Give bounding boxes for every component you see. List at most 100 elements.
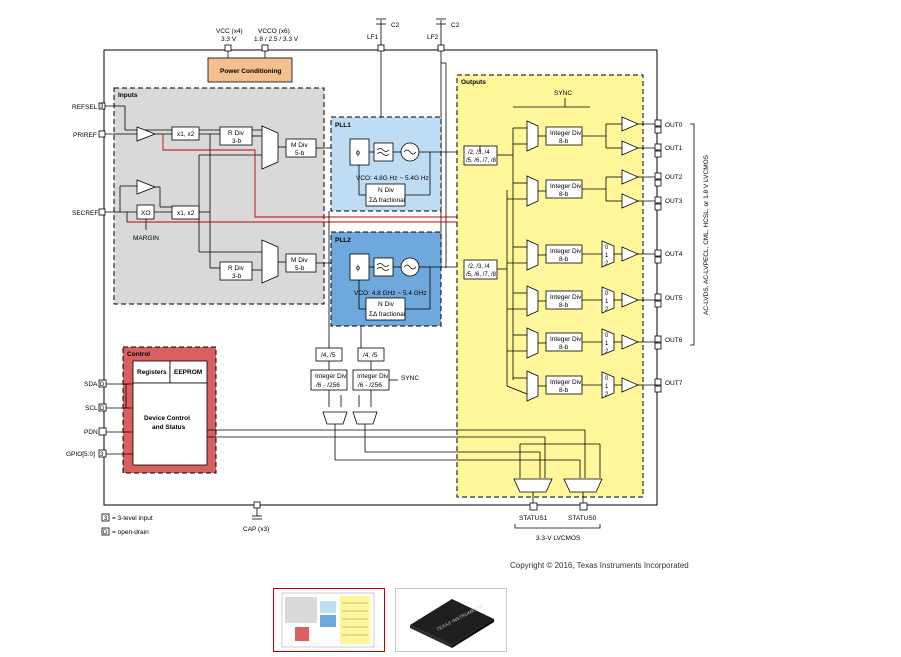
priref-doubler [171, 126, 200, 141]
svg-text:PLL1: PLL1 [335, 122, 351, 129]
priref-pin: PRIREF [73, 130, 137, 139]
svg-text:OUT7: OUT7 [665, 380, 683, 387]
svg-text:3-b: 3-b [232, 273, 242, 280]
pdn-pin: PDN [84, 427, 133, 436]
svg-text:/4, /5: /4, /5 [363, 352, 378, 359]
lvcmos-label: 3.3-V LVCMOS [536, 535, 581, 542]
svg-text:2: 2 [605, 307, 609, 313]
svg-text:ϕ: ϕ [356, 265, 360, 272]
svg-text:Registers: Registers [137, 369, 167, 376]
svg-text:PRIREF: PRIREF [73, 132, 97, 139]
svg-text:2: 2 [605, 392, 609, 398]
svg-text:REFSEL: REFSEL [72, 104, 98, 111]
status-mux-2 [352, 411, 378, 425]
svg-text:3: 3 [100, 104, 104, 110]
svg-text:R Div: R Div [228, 130, 245, 137]
output-channel-5: Integer Div 8-b 0 1 2 [507, 285, 639, 317]
svg-text:CAP (x3): CAP (x3) [243, 526, 269, 533]
chip-package-image [410, 599, 494, 648]
output-channel-2-3: Integer Div 8-b [507, 169, 639, 209]
secref-buffer [136, 179, 157, 195]
svg-text:8-b: 8-b [559, 344, 569, 351]
status1-mux [513, 478, 553, 493]
diagram-thumbnail[interactable] [273, 588, 385, 652]
svg-text:0: 0 [605, 333, 609, 339]
priref-buffer [136, 126, 157, 142]
output-channel-0-1: Integer Div 8-b [513, 116, 639, 156]
svg-text:5-b: 5-b [295, 265, 305, 272]
svg-text:ΣΔ fractional: ΣΔ fractional [369, 311, 406, 318]
device-control-block [132, 382, 208, 466]
svg-text:Integer Div: Integer Div [550, 248, 582, 255]
sync-label: SYNC [554, 90, 572, 97]
power-conditioning-label: Power Conditioning [220, 68, 281, 75]
scl-pin: SCL D [85, 403, 133, 412]
pll2-loop-filter [373, 257, 394, 277]
status0-mux [563, 478, 603, 493]
margin-label: MARGIN [133, 235, 159, 242]
inputs-label: Inputs [118, 92, 138, 99]
output-channel-6: Integer Div 8-b 0 1 2 [507, 327, 639, 359]
svg-text:Device Control: Device Control [144, 415, 190, 422]
svg-text:SCL: SCL [85, 405, 98, 412]
gpio-pin: GPIO[5:0] 3 [66, 449, 133, 458]
svg-text:0: 0 [605, 245, 609, 251]
svg-text:D: D [103, 530, 108, 536]
svg-text:SDA: SDA [84, 381, 98, 388]
svg-text:D: D [100, 406, 105, 412]
status-mux-1 [322, 411, 348, 425]
secref-pin: SECREF [72, 185, 137, 222]
pll1-prescaler [463, 145, 498, 166]
svg-text:D: D [100, 382, 105, 388]
svg-text:1: 1 [605, 341, 609, 347]
svg-text:C2: C2 [451, 22, 460, 29]
output-channel-4: Integer Div 8-b 0 1 2 [507, 239, 639, 271]
svg-text:OUT0: OUT0 [665, 122, 683, 129]
svg-text:2: 2 [605, 261, 609, 267]
svg-text:Integer Div: Integer Div [550, 336, 582, 343]
pll2-prescaler [463, 259, 498, 280]
svg-text:x1, x2: x1, x2 [177, 210, 195, 217]
svg-text:3: 3 [104, 516, 108, 522]
svg-text:LF2: LF2 [427, 34, 439, 41]
cap-pin: CAP (x3) [243, 501, 269, 533]
svg-text:3-b: 3-b [232, 138, 242, 145]
power-conditioning-block [207, 57, 293, 83]
pll1-loop-filter [373, 142, 394, 162]
diagram-thumbnail-image [281, 592, 375, 648]
chip-package-thumbnail[interactable]: TEXAS INSTRUMENTS [395, 588, 507, 652]
svg-text:/2, /3, /4: /2, /3, /4 [468, 264, 490, 270]
svg-text:R Div: R Div [228, 265, 245, 272]
svg-text:ΣΔ fractional: ΣΔ fractional [369, 197, 406, 204]
svg-text:0: 0 [605, 291, 609, 297]
legend: 3 = 3-level input D = open-drain [101, 513, 153, 536]
svg-text:3.3 V: 3.3 V [221, 36, 237, 43]
sda-pin: SDA D [84, 379, 133, 388]
svg-text:VCC (x4): VCC (x4) [216, 28, 243, 35]
vcco-pin: VCCO (x6) 1.8 / 2.5 / 3.3 V [254, 28, 299, 58]
svg-text:and Status: and Status [152, 424, 186, 431]
pll2-vco-range: VCO: 4.8 GHz ~ 5.4 GHz [354, 290, 427, 297]
svg-text:OUT5: OUT5 [665, 295, 683, 302]
svg-text:8-b: 8-b [559, 302, 569, 309]
svg-text:1: 1 [605, 253, 609, 259]
sync2-label: SYNC [401, 375, 419, 382]
pll1-vco-range: VCO: 4.8G Hz ~ 5.4G Hz [356, 175, 429, 182]
svg-text:= 3-level input: = 3-level input [112, 515, 153, 522]
status0-label: STATUS0 [568, 515, 597, 522]
svg-text:/6 - /256: /6 - /256 [316, 382, 340, 389]
svg-text:/5, /6, /7, /8: /5, /6, /7, /8 [466, 272, 497, 278]
rdiv-pll2 [219, 261, 253, 281]
svg-text:XO: XO [141, 210, 150, 217]
svg-text:Integer Div: Integer Div [550, 294, 582, 301]
status1-label: STATUS1 [519, 515, 548, 522]
svg-text:SECREF: SECREF [72, 210, 98, 217]
svg-text:GPIO[5:0]: GPIO[5:0] [66, 451, 95, 458]
svg-text:8-b: 8-b [559, 387, 569, 394]
svg-text:VCCO (x6): VCCO (x6) [258, 28, 290, 35]
svg-text:Integer Div: Integer Div [550, 183, 582, 190]
svg-text:/5, /6, /7, /8: /5, /6, /7, /8 [466, 158, 497, 164]
status-bracket [514, 524, 601, 529]
pll1-ref-mux [261, 125, 279, 170]
